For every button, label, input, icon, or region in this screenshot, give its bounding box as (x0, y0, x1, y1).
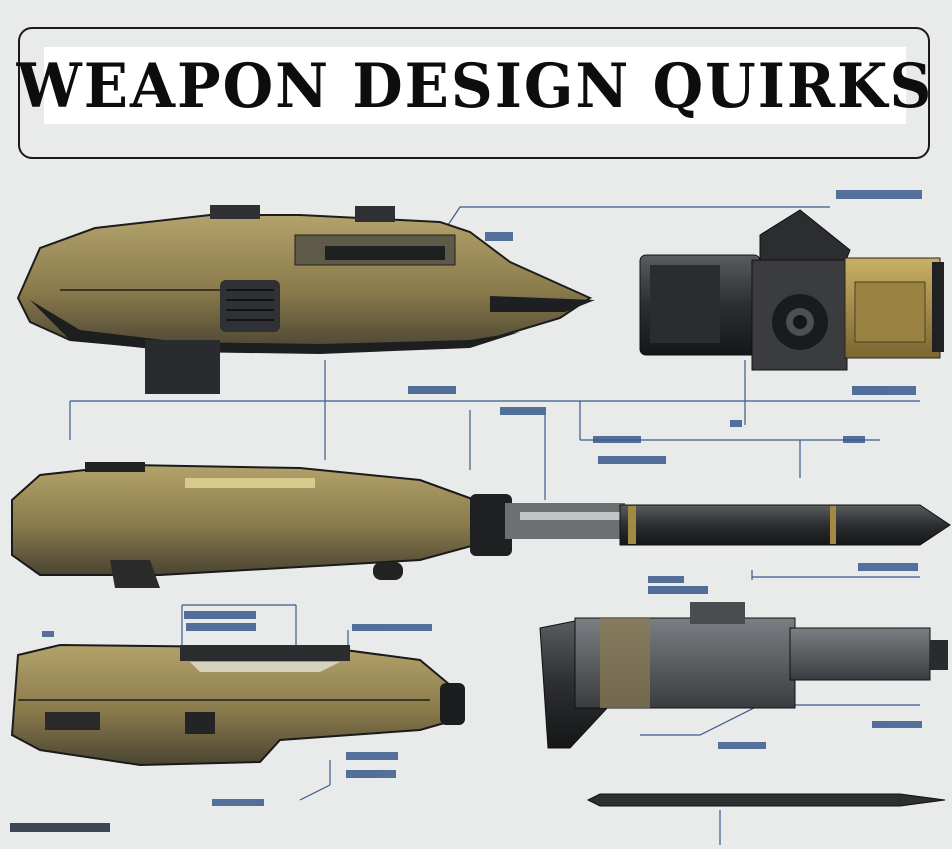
weapon-block-module (639, 209, 944, 371)
page-title: WEAPON DESIGN QUIRKS (16, 49, 934, 122)
weapon-grey-cannon (539, 602, 948, 749)
weapon-compact-hull (10, 643, 465, 767)
weapon-thin-rod (586, 793, 946, 807)
annotation-lines (69, 206, 920, 845)
weapon-long-barrel (11, 462, 951, 588)
weapon-hull-main (16, 205, 595, 394)
annotation-marks (10, 190, 922, 832)
title-plate: WEAPON DESIGN QUIRKS (17, 47, 931, 124)
